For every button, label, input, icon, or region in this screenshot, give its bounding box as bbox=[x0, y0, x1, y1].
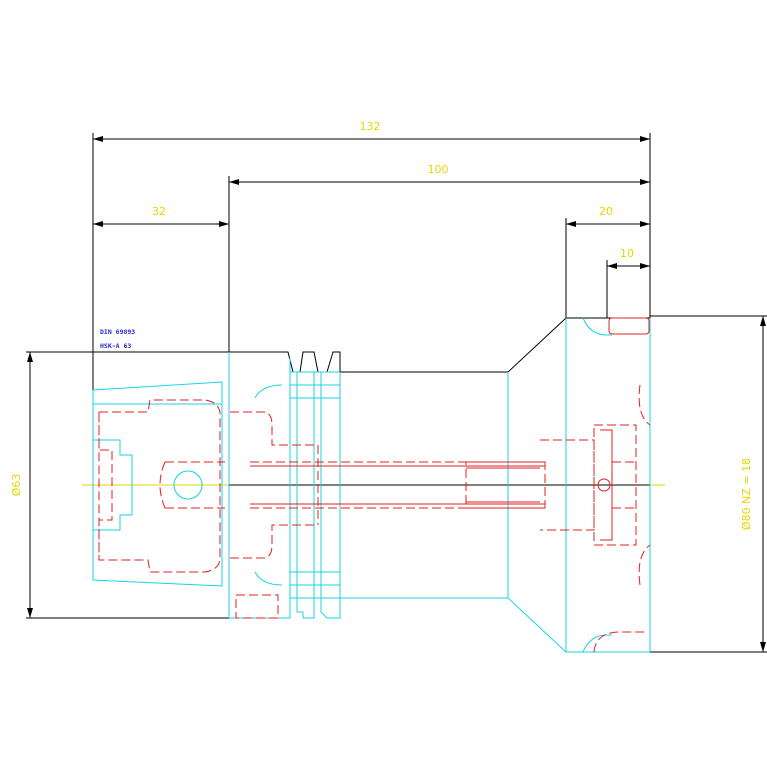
dimension-10: 10 bbox=[606, 247, 650, 318]
dimension-100: 100 bbox=[228, 163, 650, 352]
dimension-32-label: 32 bbox=[152, 205, 166, 218]
dimension-diameter-80: Ø80 NZ = 18 bbox=[650, 315, 767, 653]
dimension-10-label: 10 bbox=[620, 247, 634, 260]
dimension-diameter-63-label: Ø63 bbox=[10, 474, 23, 497]
body-section bbox=[92, 317, 651, 653]
designation-size: HSK-A 63 bbox=[100, 342, 131, 350]
hidden-lines bbox=[98, 317, 651, 653]
designation-standard: DIN 69893 bbox=[100, 328, 135, 336]
dimension-diameter-80-label: Ø80 NZ = 18 bbox=[740, 458, 753, 530]
dimension-20: 20 bbox=[565, 205, 650, 318]
dimension-132: 132 bbox=[92, 120, 651, 390]
dimension-32: 32 bbox=[93, 205, 229, 227]
dimension-132-label: 132 bbox=[360, 120, 381, 133]
dimension-100-label: 100 bbox=[428, 163, 449, 176]
dimension-20-label: 20 bbox=[599, 205, 613, 218]
